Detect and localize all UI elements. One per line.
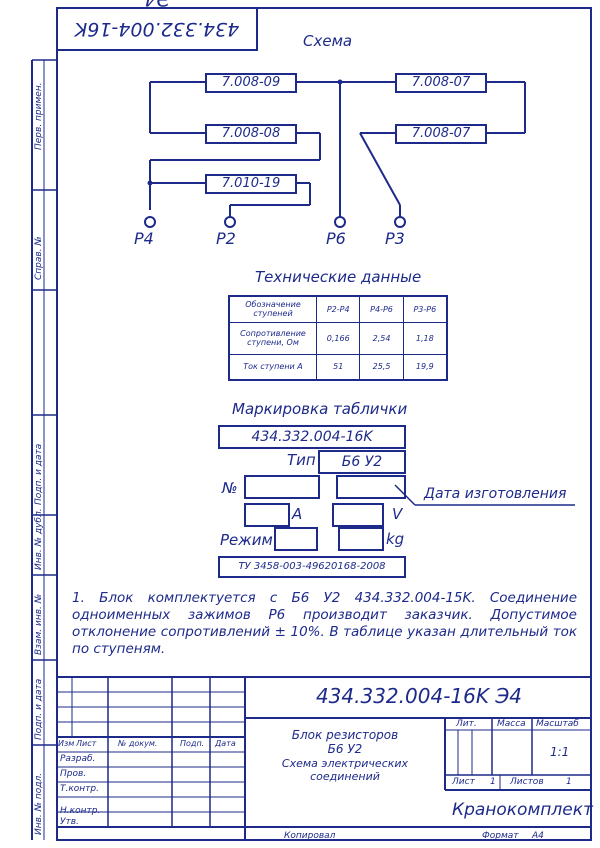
title-name-3: Схема электрических соединений — [281, 757, 409, 783]
table-cell: P4-P6 — [359, 295, 404, 323]
plate-date-label: Дата изготовления — [424, 486, 567, 502]
table-cell: 2,54 — [359, 321, 404, 355]
table-row: Ток ступени А 51 25,5 19,9 — [228, 353, 448, 381]
listov-label: Листов — [510, 777, 544, 787]
row-tkontr: Т.контр. — [60, 784, 100, 794]
plate-no-label: № — [222, 479, 238, 497]
format-label: Формат — [482, 831, 519, 841]
side-sprav: Справ. № — [34, 236, 44, 280]
terminal-p4: P4 — [134, 229, 154, 248]
resistor-r2: 7.008-07 — [395, 73, 487, 93]
resistor-r5: 7.010-19 — [205, 174, 297, 194]
row-razrab: Разраб. — [60, 754, 96, 764]
title-name-2: Б6 У2 — [327, 742, 363, 756]
side-vzam-inv: Взам. инв. № — [34, 593, 44, 655]
resistor-r3: 7.008-08 — [205, 124, 297, 144]
col-doc: № докум. — [118, 739, 158, 748]
drawing-number-rotated: 434.332.004-16K Э4 — [74, 0, 240, 40]
title-name-1: Блок резисторов — [291, 728, 399, 742]
table-cell: 51 — [315, 353, 361, 381]
table-cell: Обозначение ступеней — [228, 295, 317, 323]
list-value: 1 — [490, 777, 496, 787]
table-cell: Сопротивление ступени, Ом — [228, 321, 317, 355]
plate-kg-field — [338, 527, 384, 551]
row-utv: Утв. — [60, 817, 79, 827]
table-cell: P3-P6 — [402, 295, 448, 323]
terminal-p2: P2 — [216, 229, 236, 248]
plate-kg-label: kg — [386, 530, 405, 548]
table-row: Обозначение ступеней P2-P4 P4-P6 P3-P6 — [228, 295, 448, 323]
format-value: A4 — [532, 831, 544, 841]
side-perv: Перв. примен. — [34, 82, 44, 150]
plate-a-label: A — [292, 505, 303, 523]
terminal-p3: P3 — [385, 229, 405, 248]
plate-v-field — [332, 503, 384, 527]
massa-label: Масса — [497, 719, 526, 729]
side-podp-data-2: Подп. и дата — [34, 678, 44, 740]
row-prov: Пров. — [60, 769, 87, 779]
plate-tu: ТУ 3458-003-49620168-2008 — [218, 556, 406, 578]
side-podp-data-1: Подп. и дата — [34, 443, 44, 505]
tech-table: Обозначение ступеней P2-P4 P4-P6 P3-P6 С… — [228, 295, 448, 381]
plate-mode-field — [274, 527, 318, 551]
table-cell: Ток ступени А — [228, 353, 317, 381]
table-cell: 25,5 — [359, 353, 404, 381]
table-cell: 0,166 — [315, 321, 361, 355]
scheme-title: Схема — [303, 32, 353, 50]
plate-code: 434.332.004-16K — [218, 425, 406, 449]
tech-title: Технические данные — [255, 268, 422, 286]
row-nkontr: Н.контр. — [60, 806, 101, 816]
terminal-p6: P6 — [326, 229, 346, 248]
plate-v-label: V — [392, 505, 403, 523]
table-cell: 1,18 — [402, 321, 448, 355]
plate-no-field — [244, 475, 320, 499]
plate-type-value: Б6 У2 — [318, 450, 406, 474]
list-label: Лист — [452, 777, 475, 787]
listov-value: 1 — [566, 777, 572, 787]
scale-value: 1:1 — [550, 745, 570, 759]
resistor-r4: 7.008-07 — [395, 124, 487, 144]
plate-title: Маркировка таблички — [232, 400, 408, 418]
note-text: 1. Блок комплектуется с Б6 У2 434.332.00… — [72, 590, 577, 657]
resistor-r1: 7.008-09 — [205, 73, 297, 93]
table-row: Сопротивление ступени, Ом 0,166 2,54 1,1… — [228, 321, 448, 355]
plate-a-field — [244, 503, 290, 527]
col-data: Дата — [215, 739, 236, 748]
table-cell: 19,9 — [402, 353, 448, 381]
company-name: Кранокомплект — [452, 800, 593, 820]
col-list: Лист — [76, 739, 97, 748]
masshtab-label: Масштаб — [536, 719, 579, 729]
col-podp: Подп. — [180, 739, 205, 748]
lit-label: Лит. — [456, 719, 477, 729]
plate-mode-label: Режим — [220, 531, 273, 549]
side-inv-podl: Инв. № подл. — [34, 772, 44, 835]
side-inv-dubl: Инв. № дубл. — [34, 508, 44, 570]
kopiroval-label: Копировал — [284, 831, 336, 841]
table-cell: P2-P4 — [315, 295, 361, 323]
plate-type-label: Тип — [287, 451, 316, 469]
title-designation: 434.332.004-16K Э4 — [315, 684, 523, 708]
col-izm: Изм — [58, 739, 75, 748]
plate-date-field — [336, 475, 406, 499]
